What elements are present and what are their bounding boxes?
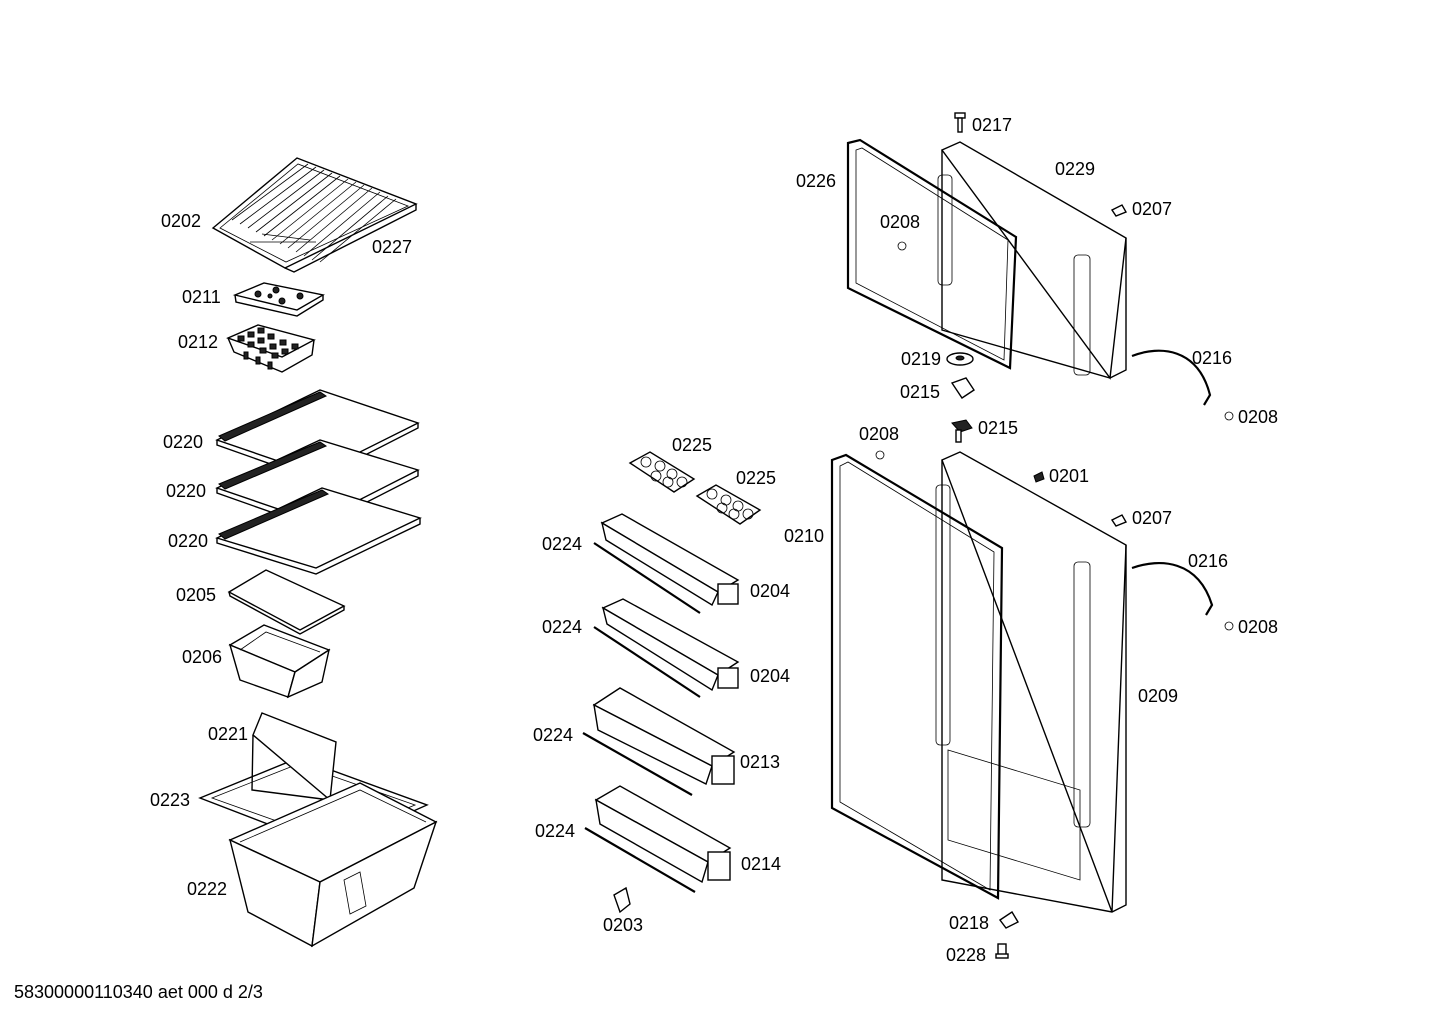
- label-0224: 0224: [533, 725, 574, 745]
- part-small-drawer: [228, 624, 331, 699]
- part-door-shelf-3: [582, 687, 736, 796]
- part-cap-0207: [1110, 204, 1128, 527]
- label-0215: 0215: [978, 418, 1019, 438]
- label-0208: 0208: [880, 212, 921, 232]
- label-0229: 0229: [1055, 159, 1096, 179]
- part-pin-0201: [1033, 471, 1045, 483]
- label-0222: 0222: [187, 879, 228, 899]
- label-0216: 0216: [1192, 348, 1233, 368]
- label-0212: 0212: [178, 332, 219, 352]
- label-0228: 0228: [946, 945, 987, 965]
- part-freezer-door: [937, 141, 1127, 380]
- part-door-shelf-1: [593, 513, 740, 614]
- part-handle-lower: [1131, 562, 1214, 616]
- label-0213: 0213: [740, 752, 781, 772]
- label-0218: 0218: [949, 913, 990, 933]
- part-glass-shelf-bottom: [215, 487, 422, 575]
- label-0207: 0207: [1132, 199, 1173, 219]
- label-0221: 0221: [208, 724, 249, 744]
- part-ice-tray-lid: [232, 282, 325, 317]
- label-0209: 0209: [1138, 686, 1179, 706]
- label-0211: 0211: [182, 287, 221, 307]
- part-wire-shelf: [211, 157, 418, 273]
- label-0224: 0224: [542, 534, 583, 554]
- part-washer-0219: [946, 352, 974, 366]
- label-0205: 0205: [176, 585, 217, 605]
- part-ice-cube-tray: [226, 324, 316, 373]
- part-hinge-0215-lower: [951, 419, 973, 443]
- part-hinge-0215-upper: [950, 377, 975, 399]
- label-0225: 0225: [736, 468, 777, 488]
- label-0216: 0216: [1188, 551, 1229, 571]
- part-freezer-door-gasket: [846, 138, 1018, 370]
- part-crisper-glass: [251, 712, 337, 802]
- part-handle-upper: [1131, 349, 1212, 406]
- label-0210: 0210: [784, 526, 825, 546]
- label-0204: 0204: [750, 666, 791, 686]
- part-crisper-drawer: [228, 782, 438, 948]
- label-0207: 0207: [1132, 508, 1173, 528]
- part-door-shelf-4: [584, 785, 732, 893]
- part-plug-0208: [875, 241, 1234, 631]
- label-0202: 0202: [161, 211, 202, 231]
- label-0208: 0208: [859, 424, 900, 444]
- part-clip: [613, 886, 631, 914]
- part-bolt-0228: [995, 943, 1009, 959]
- label-0214: 0214: [741, 854, 782, 874]
- part-screw-0217: [954, 112, 966, 133]
- label-0219: 0219: [901, 349, 942, 369]
- label-0206: 0206: [182, 647, 223, 667]
- label-0217: 0217: [972, 115, 1013, 135]
- drawing-reference: 58300000110340 aet 000 d 2/3: [14, 982, 263, 1002]
- label-0208: 0208: [1238, 407, 1279, 427]
- label-0227: 0227: [372, 237, 413, 257]
- label-0203: 0203: [603, 915, 644, 935]
- label-0226: 0226: [796, 171, 837, 191]
- label-0208: 0208: [1238, 617, 1279, 637]
- part-bracket-0218: [998, 911, 1019, 929]
- label-0204: 0204: [750, 581, 791, 601]
- part-egg-tray-2: [695, 484, 762, 525]
- part-fridge-door-gasket: [830, 453, 1004, 900]
- label-0220: 0220: [168, 531, 209, 551]
- label-0224: 0224: [542, 617, 583, 637]
- label-0225: 0225: [672, 435, 713, 455]
- part-door-shelf-2: [593, 598, 740, 698]
- part-egg-tray-1: [628, 451, 696, 493]
- label-0201: 0201: [1049, 466, 1090, 486]
- part-fridge-door: [935, 451, 1127, 913]
- label-0220: 0220: [166, 481, 207, 501]
- label-0215: 0215: [900, 382, 941, 402]
- label-0224: 0224: [535, 821, 576, 841]
- label-0220: 0220: [163, 432, 204, 452]
- part-small-glass-shelf: [227, 569, 346, 635]
- label-0223: 0223: [150, 790, 191, 810]
